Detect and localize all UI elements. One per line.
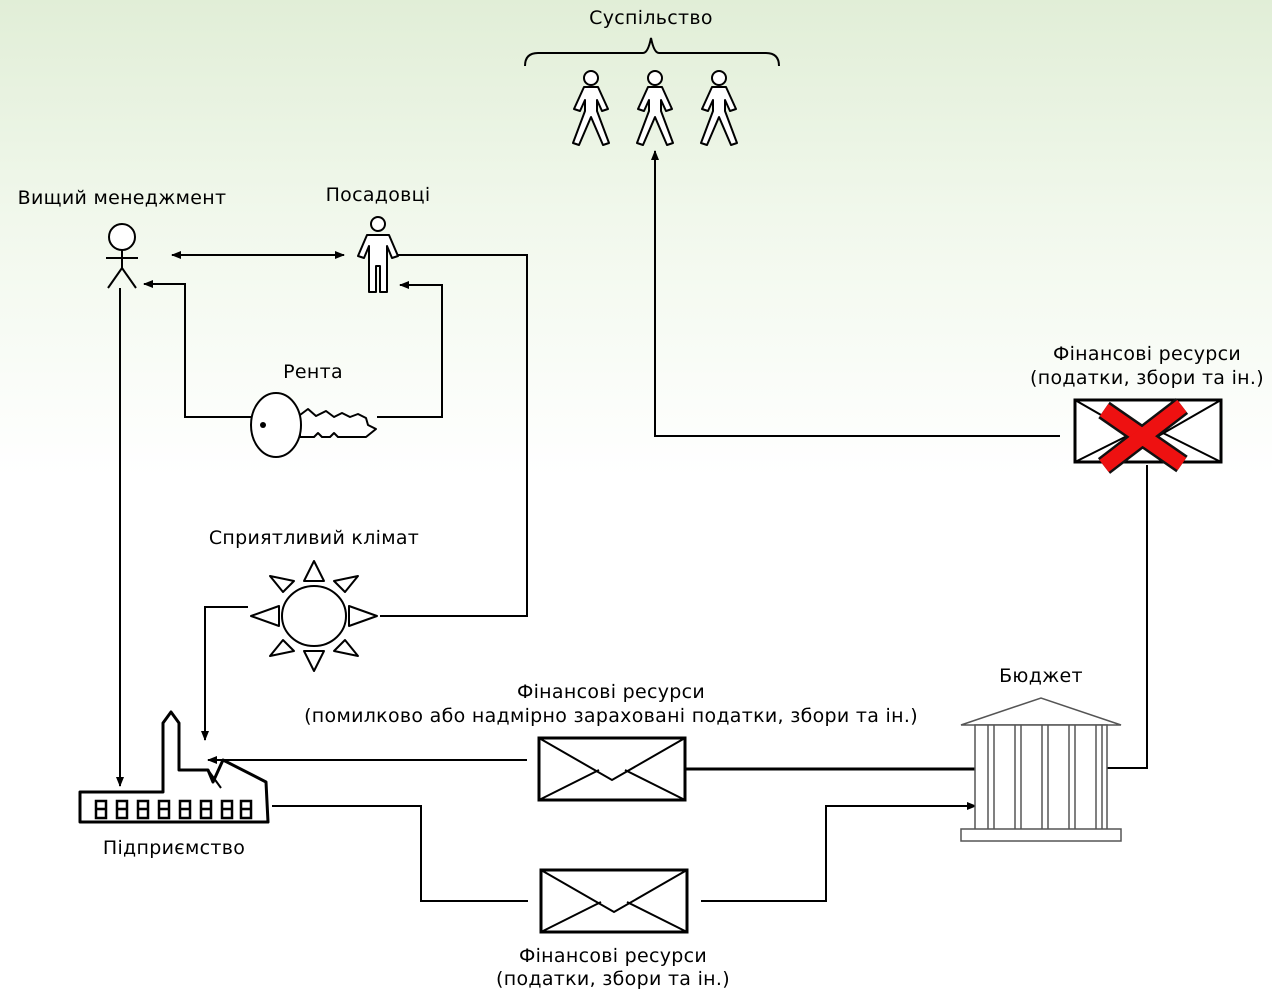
connectors [116, 150, 1148, 902]
society-funds-arrow [651, 150, 1060, 437]
taxes-envelope-icon [539, 868, 689, 934]
officials-to-climate-line [380, 254, 528, 617]
officials-label: Посадовці [325, 184, 431, 206]
refund-title: Фінансові ресурси [516, 681, 706, 703]
top-management-label: Вищий менеджмент [17, 187, 227, 209]
budget-building-icon [960, 697, 1122, 842]
taxes-title: Фінансові ресурси [518, 945, 708, 967]
society-funds-title: Фінансові ресурси [1052, 343, 1242, 365]
key-icon [250, 392, 377, 458]
society-person-icon [636, 70, 674, 146]
society-label: Суспільство [589, 7, 713, 29]
favorable-climate-label: Сприятливий клімат [208, 527, 420, 549]
official-icon [357, 216, 399, 293]
rent-to-officials-arrow [377, 281, 443, 418]
society-brace [524, 37, 780, 67]
society-person-icon [572, 70, 610, 146]
budget-to-society-funds-line [1105, 465, 1148, 769]
factory-icon [78, 710, 270, 824]
refund-subtitle: (помилково або надмірно зараховані подат… [304, 705, 918, 727]
enterprise-label: Підприємство [102, 837, 246, 859]
sun-icon [250, 560, 378, 672]
rent-to-management-arrow [143, 280, 252, 418]
taxes-subtitle: (податки, збори та ін.) [496, 968, 730, 990]
budget-label: Бюджет [999, 665, 1083, 687]
top-management-icon [106, 223, 138, 289]
blocked-cross-icon [1097, 398, 1189, 474]
society-person-icon [700, 70, 738, 146]
taxes-to-budget-arrow [701, 802, 977, 902]
society-funds-subtitle: (податки, збори та ін.) [1030, 367, 1264, 389]
enterprise-to-taxes-line [272, 805, 528, 902]
refund-envelope-icon [537, 736, 687, 802]
climate-to-enterprise-arrow [201, 606, 248, 741]
rent-label: Рента [283, 361, 343, 383]
